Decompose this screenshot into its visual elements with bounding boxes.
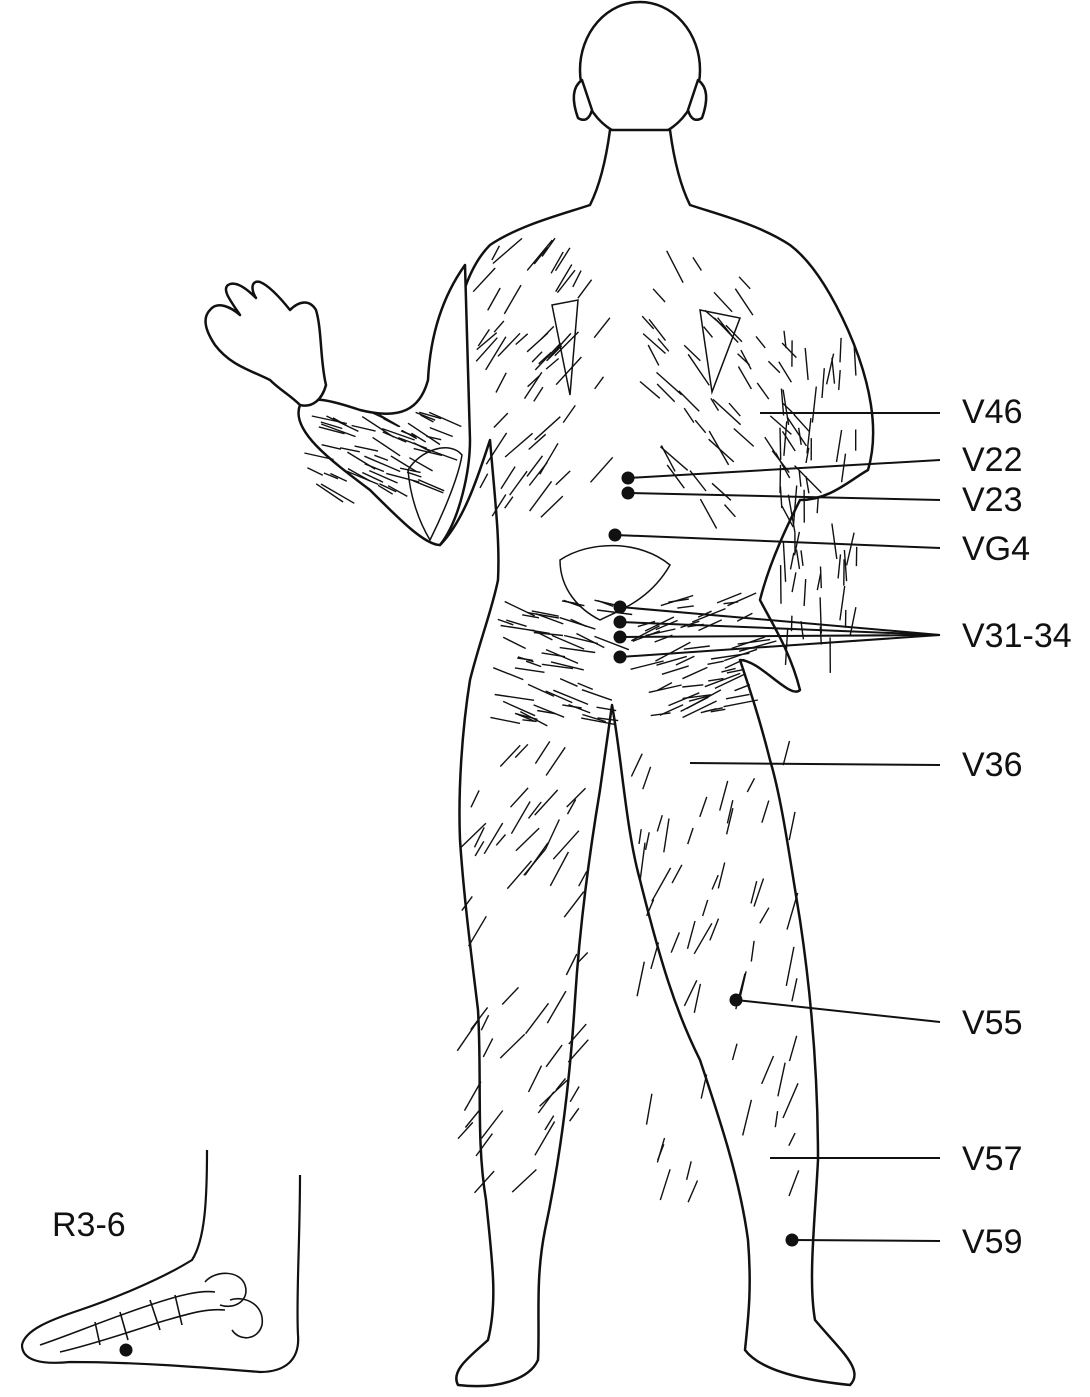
muscle-striation	[457, 1021, 478, 1051]
acupoint-dot-v23	[622, 487, 634, 499]
muscle-striation	[660, 1169, 670, 1200]
acupoint-dot-v59	[786, 1234, 798, 1246]
muscle-striation	[789, 812, 795, 840]
acupoint-dot-v32	[614, 616, 626, 628]
label-v55: V55	[962, 1006, 1023, 1040]
label-v46: V46	[962, 395, 1023, 429]
muscle-striation	[465, 1110, 480, 1128]
muscle-striation	[480, 474, 488, 488]
muscle-striation	[637, 962, 644, 997]
body-figure	[205, 2, 873, 1386]
muscle-striation	[792, 572, 796, 592]
muscle-striation	[330, 474, 346, 482]
muscle-striation	[801, 550, 803, 566]
muscle-striation	[688, 1181, 697, 1203]
muscle-striation	[701, 1075, 706, 1099]
label-r3-6: R3-6	[52, 1208, 126, 1242]
muscle-striation	[658, 1144, 664, 1160]
muscle-striation	[651, 942, 659, 969]
muscle-striation	[687, 1161, 692, 1180]
muscle-striation	[821, 567, 822, 589]
muscle-striation	[570, 1108, 579, 1121]
muscle-striation	[458, 1122, 473, 1138]
label-vg4: VG4	[962, 532, 1030, 566]
label-v22: V22	[962, 443, 1023, 477]
acupoint-dot-v33	[614, 631, 626, 643]
leader-line-v59	[792, 1240, 940, 1241]
label-v59: V59	[962, 1225, 1023, 1259]
head	[580, 2, 700, 138]
muscle-striation	[783, 542, 785, 582]
acupoint-dot-v55	[730, 994, 742, 1006]
muscle-striation	[844, 550, 846, 581]
foot-inset	[22, 1150, 300, 1372]
torso	[420, 130, 873, 1386]
label-v31-34: V31-34	[962, 619, 1072, 653]
muscle-striation	[791, 553, 794, 570]
muscle-striation	[316, 484, 343, 502]
acupoint-dot-v31	[614, 601, 626, 613]
muscle-striation	[832, 524, 837, 560]
muscle-striation	[307, 468, 322, 476]
acupoint-dot-v22	[622, 472, 634, 484]
muscle-striation	[804, 579, 806, 606]
muscle-striation	[783, 741, 789, 765]
label-v23: V23	[962, 483, 1023, 517]
acupoint-dot-vg4	[609, 529, 621, 541]
muscle-striation	[840, 586, 845, 620]
muscle-striation	[321, 484, 354, 503]
foot-outline	[22, 1150, 300, 1372]
muscle-striation	[838, 554, 840, 578]
acupoint-dot-r3-6	[120, 1344, 132, 1356]
label-v36: V36	[962, 748, 1023, 782]
hand	[205, 282, 326, 406]
muscle-striation	[647, 1094, 652, 1125]
acupoint-dot-v34	[614, 651, 626, 663]
muscle-striation	[465, 1082, 481, 1111]
label-v57: V57	[962, 1142, 1023, 1176]
muscle-striation	[780, 428, 781, 460]
muscle-striation	[570, 1087, 579, 1102]
muscle-striation	[847, 533, 855, 566]
muscle-striation	[797, 550, 800, 569]
